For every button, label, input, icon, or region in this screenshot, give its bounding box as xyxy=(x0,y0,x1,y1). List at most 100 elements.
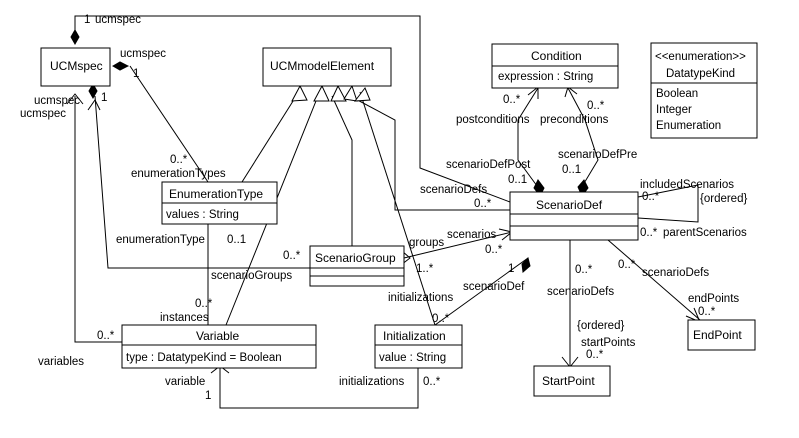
group-scenariodef-association xyxy=(403,231,513,259)
scenariodef-endpoint-association xyxy=(607,239,701,321)
class-name: ScenarioGroup xyxy=(315,251,396,265)
ucmspec-left-mult: 1 xyxy=(101,92,107,104)
ucmspec-left-diamond xyxy=(88,82,98,100)
class-name: Initialization xyxy=(383,329,446,343)
initializations-role: initializations xyxy=(388,292,453,304)
postconditions-mult: 0..* xyxy=(503,94,521,106)
stereotype-label: <<enumeration>> xyxy=(655,51,746,63)
enum-value-integer: Integer xyxy=(656,104,692,116)
precondition-association xyxy=(567,87,599,191)
ucmspec-variable-association xyxy=(74,96,122,343)
enum-value-boolean: Boolean xyxy=(656,88,698,100)
variable-mult: 1 xyxy=(205,390,211,402)
generalization-triangle-3 xyxy=(330,84,347,102)
ucmspec-variable-arrow xyxy=(66,93,84,105)
sd-start-mult: 0..* xyxy=(575,264,593,276)
scenario-def-pre-mult: 0..1 xyxy=(562,164,581,176)
postcondition-association xyxy=(517,87,541,191)
ucmspec-left-role: ucmspec xyxy=(34,95,80,107)
parent-role: parentScenarios xyxy=(663,227,747,239)
sd-init-role: scenarioDef xyxy=(463,281,525,293)
enumeration-type-role: enumerationType xyxy=(116,234,205,246)
initialization-generalization xyxy=(359,91,436,326)
class-scenario-def[interactable]: ScenarioDef xyxy=(509,191,639,241)
sd-start-role: scenarioDefs xyxy=(547,286,614,298)
scenario-defs-mult: 0..* xyxy=(474,198,492,210)
associations xyxy=(74,15,701,409)
class-name: ScenarioDef xyxy=(536,198,603,212)
class-ucm-model-element[interactable]: UCMmodelElement xyxy=(262,47,392,87)
included-scenarios-role: includedScenarios xyxy=(640,179,734,191)
end-points-mult: 0..* xyxy=(698,306,716,318)
ucmspec-enum-diamond xyxy=(111,61,130,71)
ucmspec-top-diamond xyxy=(70,28,80,46)
scenariodef-self-association xyxy=(637,184,699,223)
scenario-groups-role: scenarioGroups xyxy=(211,270,292,282)
class-name: UCMmodelElement xyxy=(270,59,375,73)
scenario-def-post-role: scenarioDefPost xyxy=(446,159,531,171)
enum-types-mult: 0..* xyxy=(170,154,188,166)
variables-mult: 0..* xyxy=(97,330,115,342)
start-points-mult: 0..* xyxy=(586,349,604,361)
sd-end-role: scenarioDefs xyxy=(642,267,709,279)
enum-value-enumeration: Enumeration xyxy=(656,120,721,132)
parent-mult: 0..* xyxy=(640,227,658,239)
class-ucmspec[interactable]: UCMspec xyxy=(40,47,111,87)
ucmspec-left-role-2: ucmspec xyxy=(20,108,66,120)
initializations2-mult: 0..* xyxy=(423,376,441,388)
association-labels: 1 ucmspec ucmspec 1 ucmspec ucmspec 1 0.… xyxy=(20,14,747,402)
ucmspec-top-mult: 1 xyxy=(84,14,90,26)
preconditions-role: preconditions xyxy=(540,114,609,126)
enumtype-generalization xyxy=(241,89,301,183)
class-start-point[interactable]: StartPoint xyxy=(533,365,611,397)
scenario-def-pre-role: scenarioDefPre xyxy=(558,149,637,161)
scenariodef-generalization xyxy=(349,95,510,211)
preconditions-mult: 0..* xyxy=(587,100,605,112)
generalization-triangle-1 xyxy=(291,84,308,102)
generalization-triangle-2 xyxy=(313,84,330,102)
class-name: Condition xyxy=(531,49,582,63)
ucmspec-top-role: ucmspec xyxy=(95,14,141,26)
groups-role: groups xyxy=(409,237,444,249)
class-attribute: value : String xyxy=(379,352,446,364)
ucmspec-scenariodef-association xyxy=(74,15,511,203)
generalization-triangle-5 xyxy=(353,87,371,102)
instances-mult: 0..* xyxy=(195,298,213,310)
class-initialization[interactable]: Initialization value : String xyxy=(374,324,463,369)
ucmspec-enum-role: ucmspec xyxy=(120,48,166,60)
scenariodef-init-diamond xyxy=(521,257,531,273)
class-condition[interactable]: Condition expression : String xyxy=(491,43,619,89)
class-enumeration-type[interactable]: EnumerationType values : String xyxy=(161,181,278,225)
ucmspec-scenariogroup-association xyxy=(94,95,310,269)
ucmspec-group-arrow xyxy=(87,99,101,111)
ordered-label-2: {ordered} xyxy=(577,320,624,332)
class-attribute: values : String xyxy=(166,209,239,221)
ucmspec-enumerationtype-association xyxy=(129,65,209,183)
scenarios-mult: 0..* xyxy=(485,244,503,256)
scenario-defs-role: scenarioDefs xyxy=(420,184,487,196)
scenario-groups-mult: 0..* xyxy=(283,250,301,262)
sd-end-mult: 0..* xyxy=(618,259,636,271)
class-name: Variable xyxy=(196,329,239,343)
ordered-label-1: {ordered} xyxy=(700,193,747,205)
ucmspec-enum-mult: 1 xyxy=(133,68,139,80)
connector-ends xyxy=(66,28,701,374)
initializations-mult: 0..* xyxy=(432,313,450,325)
start-points-role: startPoints xyxy=(581,337,636,349)
postcondition-arrow xyxy=(527,85,539,99)
class-name: EnumerationType xyxy=(169,187,263,201)
enum-types-role: enumerationTypes xyxy=(131,168,226,180)
class-attribute: type : DatatypeKind = Boolean xyxy=(126,352,282,364)
class-datatype-kind[interactable]: <<enumeration>> DatatypeKind Boolean Int… xyxy=(650,42,758,139)
postconditions-role: postconditions xyxy=(456,114,530,126)
class-end-point[interactable]: EndPoint xyxy=(687,319,756,351)
instances-role: instances xyxy=(160,312,209,324)
class-attribute: expression : String xyxy=(498,71,593,83)
scenariodef-initialization-association xyxy=(434,257,529,326)
class-name: UCMspec xyxy=(50,59,103,73)
class-variable[interactable]: Variable type : DatatypeKind = Boolean xyxy=(121,324,317,369)
class-scenario-group[interactable]: ScenarioGroup xyxy=(309,245,405,287)
scenario-def-post-mult: 0..1 xyxy=(508,174,527,186)
variables-role: variables xyxy=(38,356,84,368)
